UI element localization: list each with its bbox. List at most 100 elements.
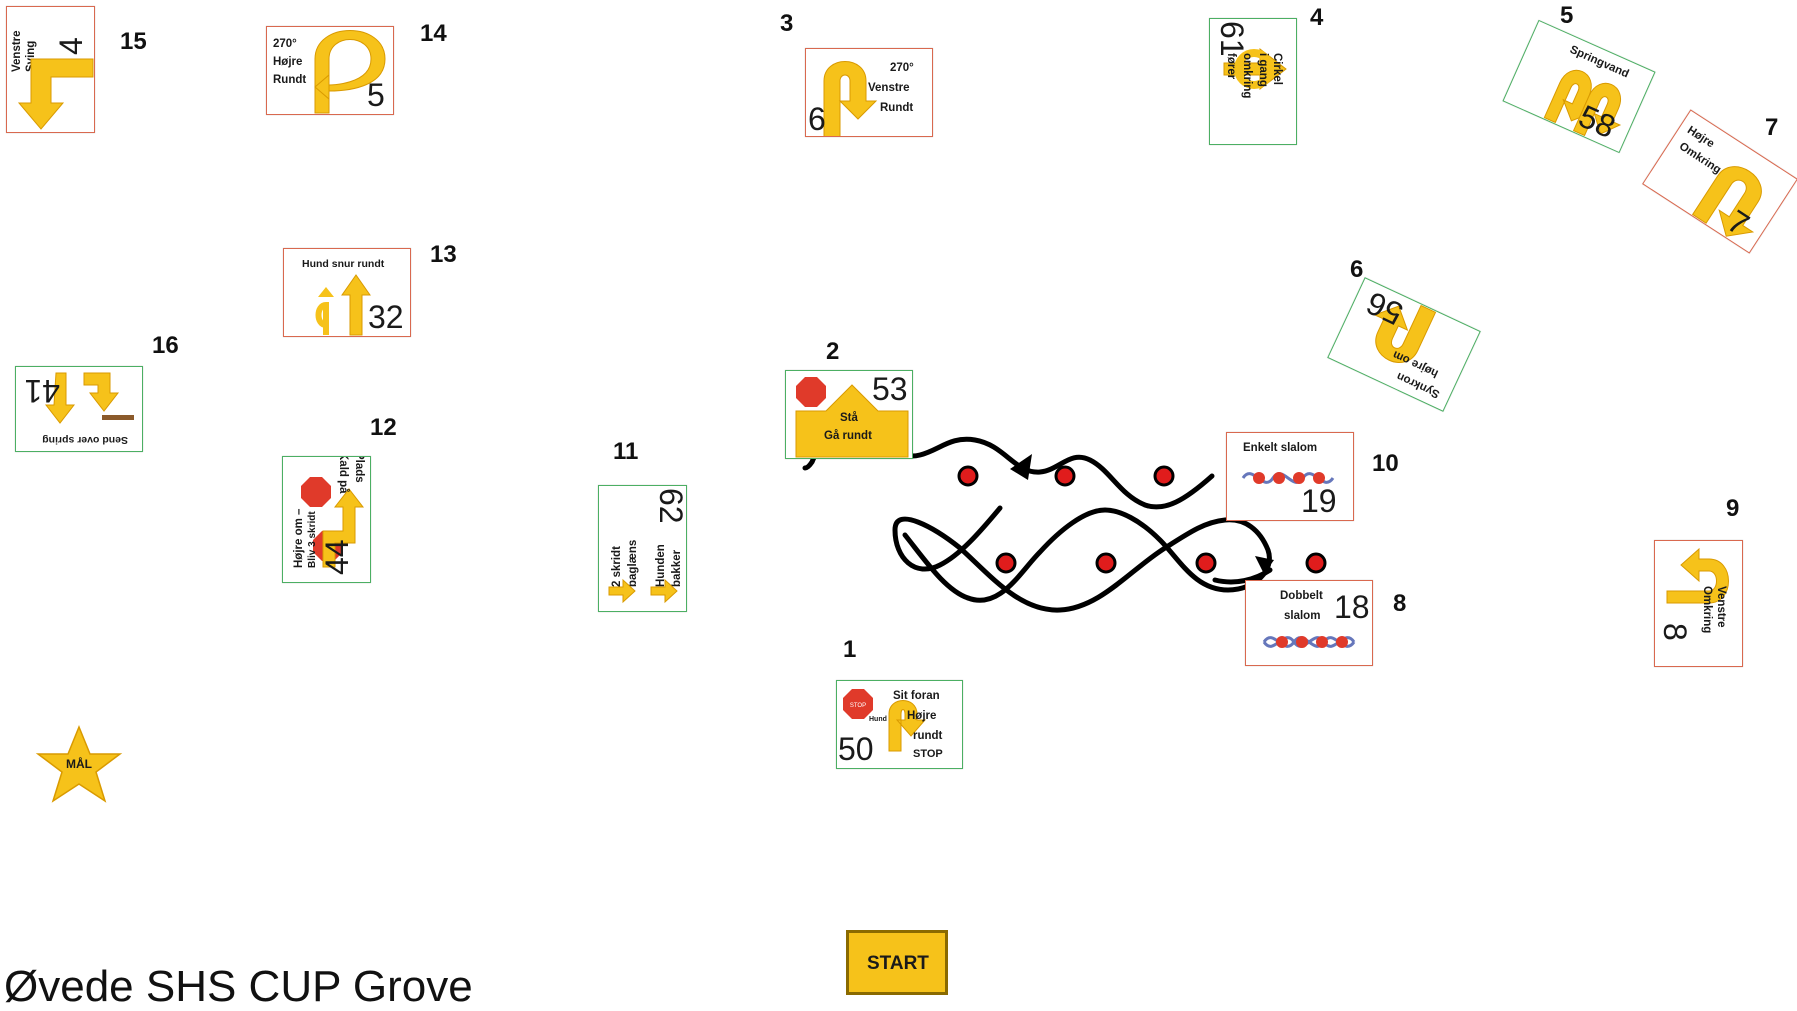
sign-text: Plads xyxy=(353,456,365,483)
sign-number: 62 xyxy=(653,488,687,524)
station-sign[interactable]: 270° Venstre Rundt 6 xyxy=(805,48,933,137)
sign-text: Cirkel xyxy=(1271,53,1283,85)
cone xyxy=(1305,552,1327,574)
station-number: 7 xyxy=(1765,114,1779,141)
sign-text: omkring xyxy=(1241,53,1253,99)
start-sign[interactable]: START xyxy=(846,930,948,995)
right-270-arrow-icon xyxy=(314,30,386,114)
send-over-jump-arrow-icon xyxy=(44,372,134,424)
station-sign[interactable]: Dobbelt slalom 18 xyxy=(1245,580,1373,666)
station-number: 8 xyxy=(1393,590,1407,617)
stop-icon xyxy=(796,377,826,407)
sign-text: Hund snur rundt xyxy=(302,258,385,270)
station-sign[interactable]: Cirkel i gang omkring fører 61 xyxy=(1209,18,1297,145)
station-sign[interactable]: Synkron højre om 56 xyxy=(1327,277,1481,412)
station-number: 2 xyxy=(826,338,840,365)
station-number: 11 xyxy=(613,438,639,465)
circle-arrow-icon xyxy=(1223,47,1287,91)
station-number: 1 xyxy=(843,636,857,663)
station-sign[interactable]: Enkelt slalom 19 xyxy=(1226,432,1354,521)
station-number: 5 xyxy=(1560,2,1574,29)
sign-number: 19 xyxy=(1301,483,1337,519)
sign-number: 6 xyxy=(808,101,826,137)
station-number: 6 xyxy=(1350,256,1364,283)
sign-text: 270° xyxy=(890,62,914,74)
sign-text: rundt xyxy=(913,730,943,742)
sign-text: i gang xyxy=(1257,53,1269,87)
sign-text: Venstre xyxy=(868,82,910,94)
station-number: 3 xyxy=(780,10,794,37)
sign-text: slalom xyxy=(1284,610,1321,622)
sign-small-text: Hund xyxy=(869,716,887,723)
double-slalom-icon xyxy=(1262,636,1356,648)
station-number: 15 xyxy=(120,28,147,55)
sign-number: 5 xyxy=(367,77,385,113)
cone xyxy=(1195,552,1217,574)
station-number: 13 xyxy=(430,241,457,268)
sign-text: Dobbelt xyxy=(1280,590,1323,602)
sign-text: 270° xyxy=(273,38,297,50)
stand-arrow-icon xyxy=(795,384,909,458)
sign-text: Stå xyxy=(840,412,858,424)
right-about-turn-arrow-icon xyxy=(1691,166,1762,237)
sign-number: 61 xyxy=(1214,21,1250,57)
sign-text: Rundt xyxy=(273,74,307,86)
sign-text: Omkring xyxy=(1701,586,1713,634)
sign-text: Send over spring xyxy=(42,434,128,446)
right-turn-arrow-icon xyxy=(888,700,927,752)
station-sign[interactable]: 270° Højre Rundt 5 xyxy=(266,26,394,115)
double-slalom-path xyxy=(892,505,1272,613)
station-sign[interactable]: STOP Sit foran Højre rundt STOP Hund 50 xyxy=(836,680,963,769)
start-label: START xyxy=(867,953,929,974)
station-sign[interactable]: Stå Gå rundt 53 xyxy=(785,370,913,459)
sign-number: 8 xyxy=(1657,623,1693,641)
finish-star-icon xyxy=(35,725,123,803)
sign-number: 32 xyxy=(368,299,404,335)
station-sign[interactable]: Venstre Sving 4 xyxy=(6,6,95,133)
cone xyxy=(1095,552,1117,574)
sign-text: Gå rundt xyxy=(824,430,872,442)
backward-steps-arrow-icon xyxy=(608,578,678,604)
double-slalom-exit xyxy=(1212,567,1273,585)
stop-icon: STOP xyxy=(843,689,873,719)
sign-number: 44 xyxy=(319,539,355,575)
station-sign[interactable]: Springvand 58 xyxy=(1502,19,1656,154)
cone xyxy=(957,465,979,487)
sign-number: 41 xyxy=(24,373,60,409)
sign-text: Højre xyxy=(273,56,303,68)
cone xyxy=(995,552,1017,574)
course-title: Øvede SHS CUP Grove xyxy=(4,962,473,1011)
station-sign[interactable]: Højre Omkring 7 xyxy=(1642,109,1797,254)
finish-label: MÅL xyxy=(66,757,92,771)
sign-text: STOP xyxy=(913,748,943,760)
station-number: 9 xyxy=(1726,495,1740,522)
stop-icon xyxy=(301,477,331,507)
synchronized-turn-arrow-icon xyxy=(1373,304,1437,363)
sign-text: Højre xyxy=(907,710,937,722)
cone xyxy=(1054,465,1076,487)
sign-text: Bliv 3 skridt xyxy=(307,511,318,568)
station-sign[interactable]: 2 skridt baglæns Hunden bakker 62 xyxy=(598,485,687,612)
double-slalom-arrowhead xyxy=(1255,556,1274,574)
station-sign[interactable]: Hund snur rundt 32 xyxy=(283,248,411,337)
station-number: 14 xyxy=(420,20,447,47)
left-270-arrow-icon xyxy=(823,61,878,136)
sign-text: Rundt xyxy=(880,102,914,114)
cone xyxy=(1153,465,1175,487)
left-turn-arrow-icon xyxy=(17,58,94,130)
sign-text: Venstre xyxy=(1715,586,1727,628)
single-slalom-arrowhead xyxy=(1010,454,1032,480)
call-to-heel-arrow-icon xyxy=(322,488,365,568)
svg-text:STOP: STOP xyxy=(850,703,866,709)
station-sign[interactable]: 41 Send over spring xyxy=(15,366,143,452)
station-number: 10 xyxy=(1372,450,1399,477)
sign-text: Sit foran xyxy=(893,690,940,702)
sign-number: 4 xyxy=(53,37,89,55)
sign-number: 50 xyxy=(838,731,874,767)
left-about-turn-arrow-icon xyxy=(1666,547,1729,604)
station-sign[interactable]: Venstre Omkring 8 xyxy=(1654,540,1743,667)
station-sign[interactable]: Højre om – Bliv 3 skridt Kald på Plads 4… xyxy=(282,456,371,583)
sign-text: Enkelt slalom xyxy=(1243,442,1318,454)
station-number: 16 xyxy=(152,332,179,359)
